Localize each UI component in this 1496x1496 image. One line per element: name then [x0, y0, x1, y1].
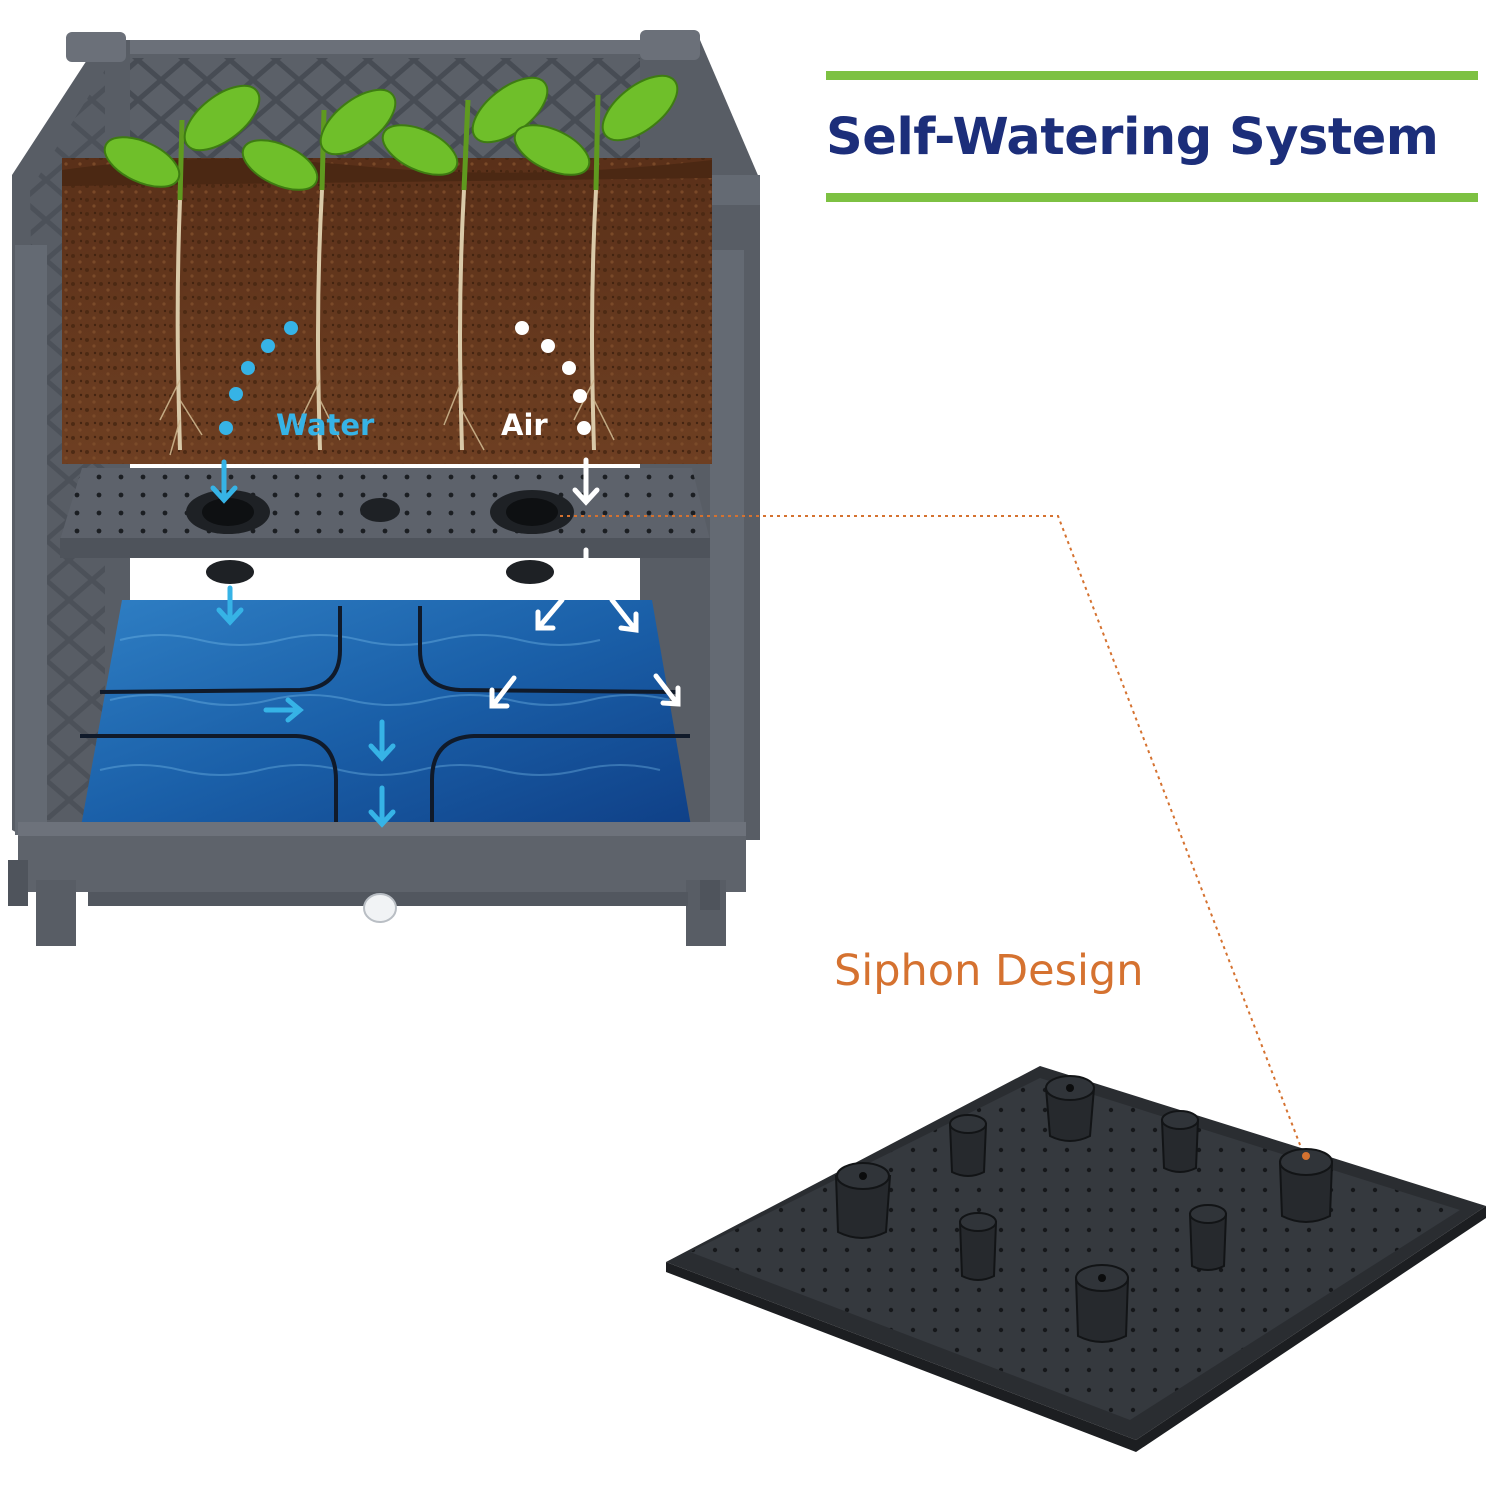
- water-reservoir: [80, 600, 692, 832]
- air-label: Air: [501, 408, 548, 442]
- heading-rule-bottom: [826, 193, 1478, 202]
- siphon-tray-illustration: [666, 1066, 1486, 1452]
- air-flow-dots: [515, 321, 591, 435]
- page-title: Self-Watering System: [826, 108, 1439, 167]
- drain-plug: [363, 893, 397, 923]
- water-flow-dots: [219, 321, 298, 435]
- siphon-leader-line: [560, 515, 1303, 1151]
- seedling-icon: [175, 189, 598, 451]
- water-label: Water: [276, 408, 375, 442]
- heading-rule-top: [826, 71, 1478, 80]
- siphon-design-label: Siphon Design: [834, 946, 1144, 996]
- flow-arrow-icon: [210, 457, 681, 828]
